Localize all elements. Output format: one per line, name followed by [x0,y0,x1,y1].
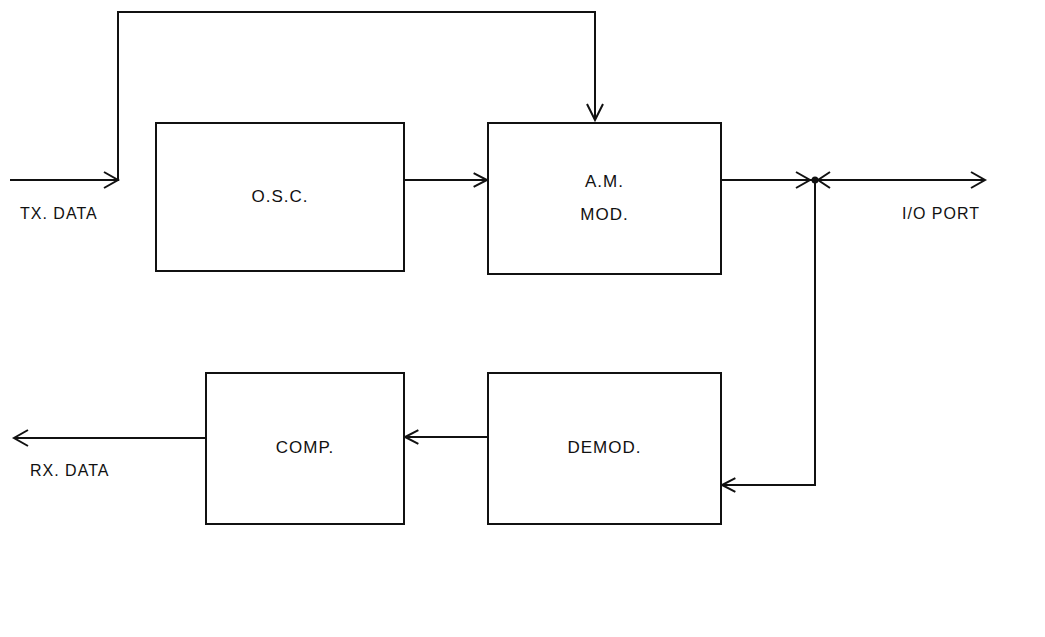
rx-data-wire [14,430,205,446]
box-label: DEMOD. [568,432,642,464]
process-box: A.M. MOD. [487,122,722,275]
process-box: O.S.C. [155,122,405,272]
box-label: COMP. [276,432,335,464]
signal-name: RX. DATA [28,462,111,480]
signal-name: TX. DATA [18,205,100,223]
tx-data-wire [10,12,603,188]
signal-connector [722,180,815,492]
signal-connector [405,430,487,444]
signal-connector [405,173,487,187]
box-label: O.S.C. [251,181,308,213]
process-box: COMP. [205,372,405,525]
process-box: DEMOD. [487,372,722,525]
box-label: A.M. MOD. [580,166,628,231]
io-port-wire [796,172,985,188]
signal-name: I/O PORT [900,205,982,223]
